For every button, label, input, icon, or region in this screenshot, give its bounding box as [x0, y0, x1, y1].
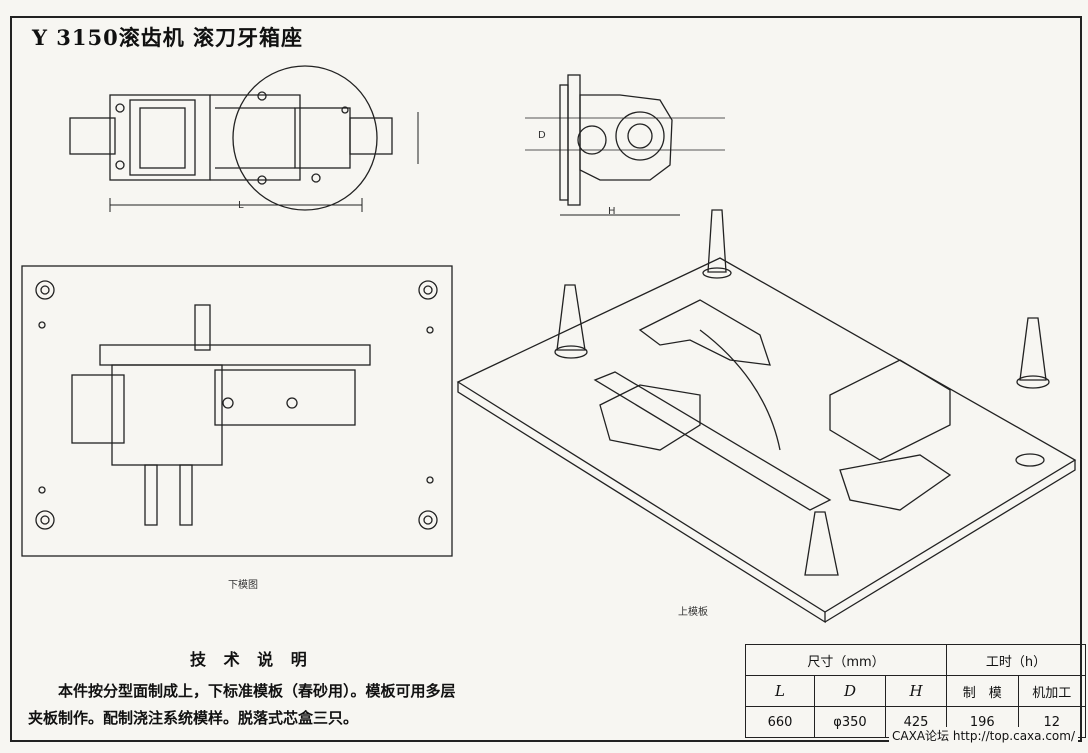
- watermark-text: CAXA论坛 http://top.caxa.com/: [889, 727, 1078, 744]
- top-view: [69, 65, 419, 212]
- col-machine: 机加工: [1017, 675, 1086, 707]
- tech-notes-body: 本件按分型面制成上，下标准模板（春砂用）。模板可用多层夹板制作。配制浇注系统模样…: [28, 682, 456, 727]
- col-D: D: [814, 675, 886, 707]
- dimension-L-label: L: [238, 200, 244, 211]
- value-D: φ350: [814, 706, 886, 738]
- lower-view-caption: 下模图: [228, 580, 258, 591]
- isometric-view: [456, 209, 1077, 624]
- col-H: H: [885, 675, 947, 707]
- value-L: 660: [745, 706, 815, 738]
- upper-plate-caption: 上模板: [678, 607, 708, 618]
- size-header: 尺寸（mm）: [745, 644, 947, 676]
- drawing-frame: [10, 16, 1082, 742]
- col-make: 制 模: [946, 675, 1019, 707]
- spec-table: 尺寸（mm） 工时（h） L D H 制 模 机加工 660 φ350 425 …: [745, 644, 1086, 738]
- time-header: 工时（h）: [946, 644, 1086, 676]
- dimension-D-label: D: [538, 130, 546, 141]
- side-view: [525, 74, 725, 216]
- drawing-title: Y 3150滚齿机 滚刀牙箱座: [32, 25, 304, 50]
- tech-notes-heading: 技 术 说 明: [190, 650, 313, 669]
- lower-mold-view: [21, 265, 453, 557]
- col-L: L: [745, 675, 815, 707]
- dimension-H-label: H: [608, 206, 616, 217]
